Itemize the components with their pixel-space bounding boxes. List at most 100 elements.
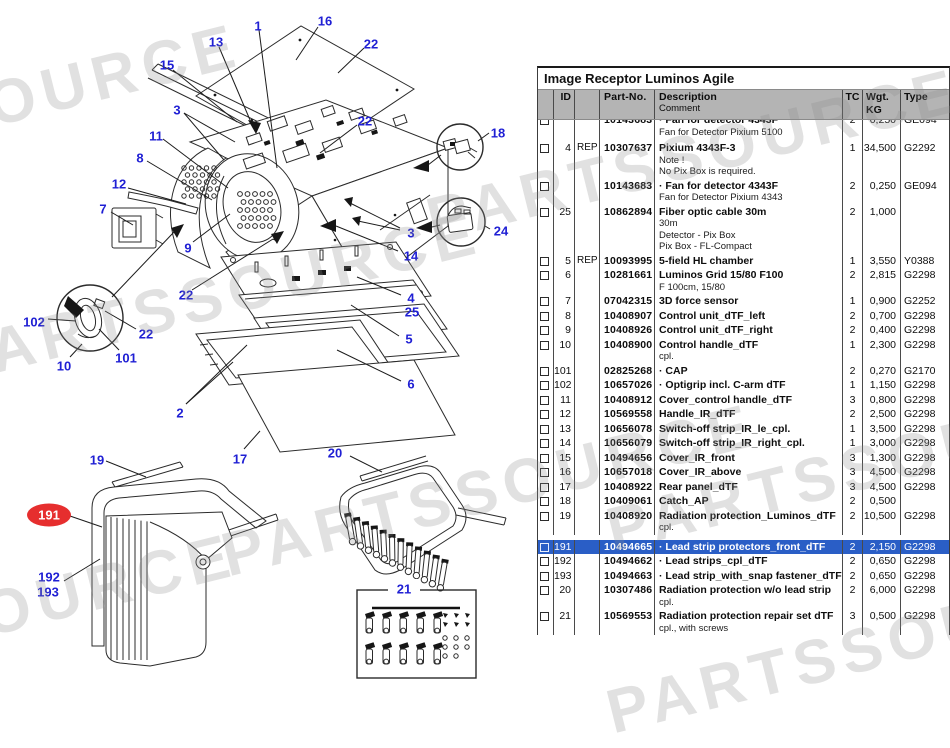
cell-wgt: 4,500 bbox=[862, 479, 900, 494]
row-checkbox[interactable] bbox=[540, 439, 549, 448]
row-checkbox-cell bbox=[538, 141, 553, 179]
row-checkbox[interactable] bbox=[540, 410, 549, 419]
row-checkbox[interactable] bbox=[540, 612, 549, 621]
row-checkbox[interactable] bbox=[540, 340, 549, 350]
cell-type: G2292 bbox=[900, 141, 947, 179]
description-text: · Lead strip protectors_front_dTF bbox=[659, 540, 826, 553]
cell-type: G2298 bbox=[900, 479, 947, 494]
row-checkbox-cell bbox=[538, 120, 553, 141]
cell-tc: 2 bbox=[842, 308, 862, 323]
row-checkbox[interactable] bbox=[540, 207, 549, 217]
callout-label: 14 bbox=[404, 249, 419, 264]
row-checkbox[interactable] bbox=[540, 468, 549, 477]
cell-part-no: 10093995 bbox=[599, 253, 654, 268]
row-checkbox[interactable] bbox=[540, 453, 549, 463]
cell-id: 12 bbox=[553, 407, 574, 422]
header-rep bbox=[574, 90, 599, 119]
cell-id: 14 bbox=[553, 436, 574, 451]
row-checkbox[interactable] bbox=[540, 366, 549, 376]
row-checkbox[interactable] bbox=[540, 326, 549, 335]
row-checkbox-cell bbox=[538, 407, 553, 422]
cell-part-no: 10657018 bbox=[599, 465, 654, 480]
cell-rep bbox=[574, 392, 599, 407]
hanging-lead-strips bbox=[344, 512, 449, 592]
row-checkbox[interactable] bbox=[540, 557, 549, 566]
row-checkbox[interactable] bbox=[540, 511, 549, 521]
cell-tc: 2 bbox=[842, 407, 862, 422]
row-checkbox-cell bbox=[538, 583, 553, 609]
cell-type: Y0388 bbox=[900, 253, 947, 268]
row-checkbox-cell bbox=[538, 554, 553, 569]
description-text: Control handle_dTF bbox=[659, 338, 759, 351]
row-checkbox[interactable] bbox=[540, 482, 549, 492]
callout-label: 101 bbox=[115, 351, 137, 366]
row-checkbox[interactable] bbox=[540, 256, 549, 266]
row-checkbox[interactable] bbox=[540, 181, 549, 191]
row-checkbox[interactable] bbox=[540, 497, 549, 506]
cell-part-no: 10143683 bbox=[599, 178, 654, 205]
cell-rep bbox=[574, 120, 599, 141]
row-checkbox[interactable] bbox=[540, 586, 549, 595]
callout-label: 192 bbox=[38, 570, 60, 585]
cell-type: G2298 bbox=[900, 378, 947, 393]
cell-rep bbox=[574, 465, 599, 480]
cell-tc: 3 bbox=[842, 392, 862, 407]
row-checkbox[interactable] bbox=[540, 297, 549, 306]
row-checkbox[interactable] bbox=[540, 395, 549, 405]
cell-wgt: 0,500 bbox=[862, 494, 900, 509]
cell-description: Cover_IR_above bbox=[654, 465, 842, 480]
cell-wgt: 0,650 bbox=[862, 568, 900, 583]
row-checkbox-cell bbox=[538, 323, 553, 338]
row-checkbox[interactable] bbox=[540, 424, 549, 434]
cell-tc: 1 bbox=[842, 141, 862, 179]
row-checkbox[interactable] bbox=[540, 381, 549, 390]
callout-label: 9 bbox=[184, 241, 191, 256]
description-text: Catch_AP bbox=[659, 495, 709, 507]
description-text: · Lead strip_with_snap fastener_dTF bbox=[659, 569, 842, 582]
row-checkbox[interactable] bbox=[540, 542, 549, 552]
row-checkbox[interactable] bbox=[540, 271, 549, 280]
row-checkbox[interactable] bbox=[540, 144, 549, 153]
callout-label: 24 bbox=[494, 224, 509, 239]
row-checkbox[interactable] bbox=[540, 120, 549, 125]
cell-tc: 2 bbox=[842, 583, 862, 609]
cell-type: G2298 bbox=[900, 421, 947, 436]
repair-kit-box bbox=[356, 589, 477, 679]
cell-id: 16 bbox=[553, 465, 574, 480]
cell-type bbox=[900, 494, 947, 509]
row-checkbox[interactable] bbox=[540, 311, 549, 321]
description-text: Cover_IR_above bbox=[659, 466, 742, 478]
row-checkbox[interactable] bbox=[540, 571, 549, 581]
cell-tc: 2 bbox=[842, 323, 862, 338]
cell-description: · CAP bbox=[654, 363, 842, 378]
